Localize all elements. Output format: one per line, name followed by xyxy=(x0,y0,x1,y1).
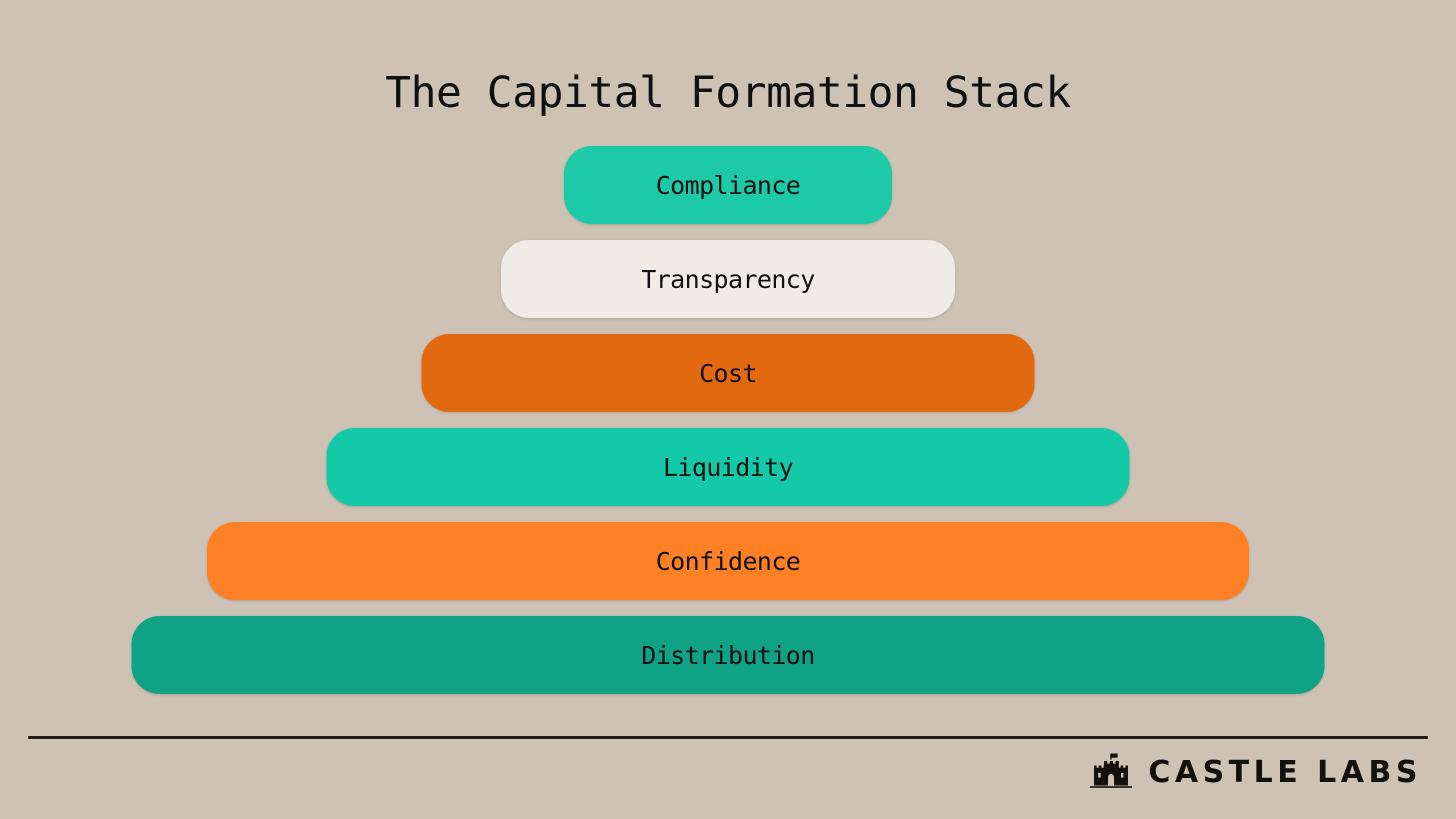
stack-row[interactable]: Compliance xyxy=(564,146,892,224)
page-title: The Capital Formation Stack xyxy=(385,67,1071,118)
stack-row[interactable]: Transparency xyxy=(501,240,955,318)
stack-row-label: Confidence xyxy=(655,546,801,576)
stack-row-label: Distribution xyxy=(641,640,815,670)
stack-row[interactable]: Confidence xyxy=(207,522,1249,600)
stack-row[interactable]: Distribution xyxy=(131,616,1325,694)
castle-icon xyxy=(1090,753,1133,788)
stack-row-label: Liquidity xyxy=(662,452,794,482)
footer-divider xyxy=(28,736,1428,739)
stack-row-label: Compliance xyxy=(655,170,801,200)
brand-wordmark: CASTLE LABS xyxy=(1148,755,1422,790)
stack-row[interactable]: Cost xyxy=(421,334,1035,412)
stack-row[interactable]: Liquidity xyxy=(326,428,1130,506)
stack-row-label: Cost xyxy=(699,358,757,388)
stack-row-label: Transparency xyxy=(641,264,815,294)
brand-logo: CASTLE LABS xyxy=(1088,750,1422,796)
